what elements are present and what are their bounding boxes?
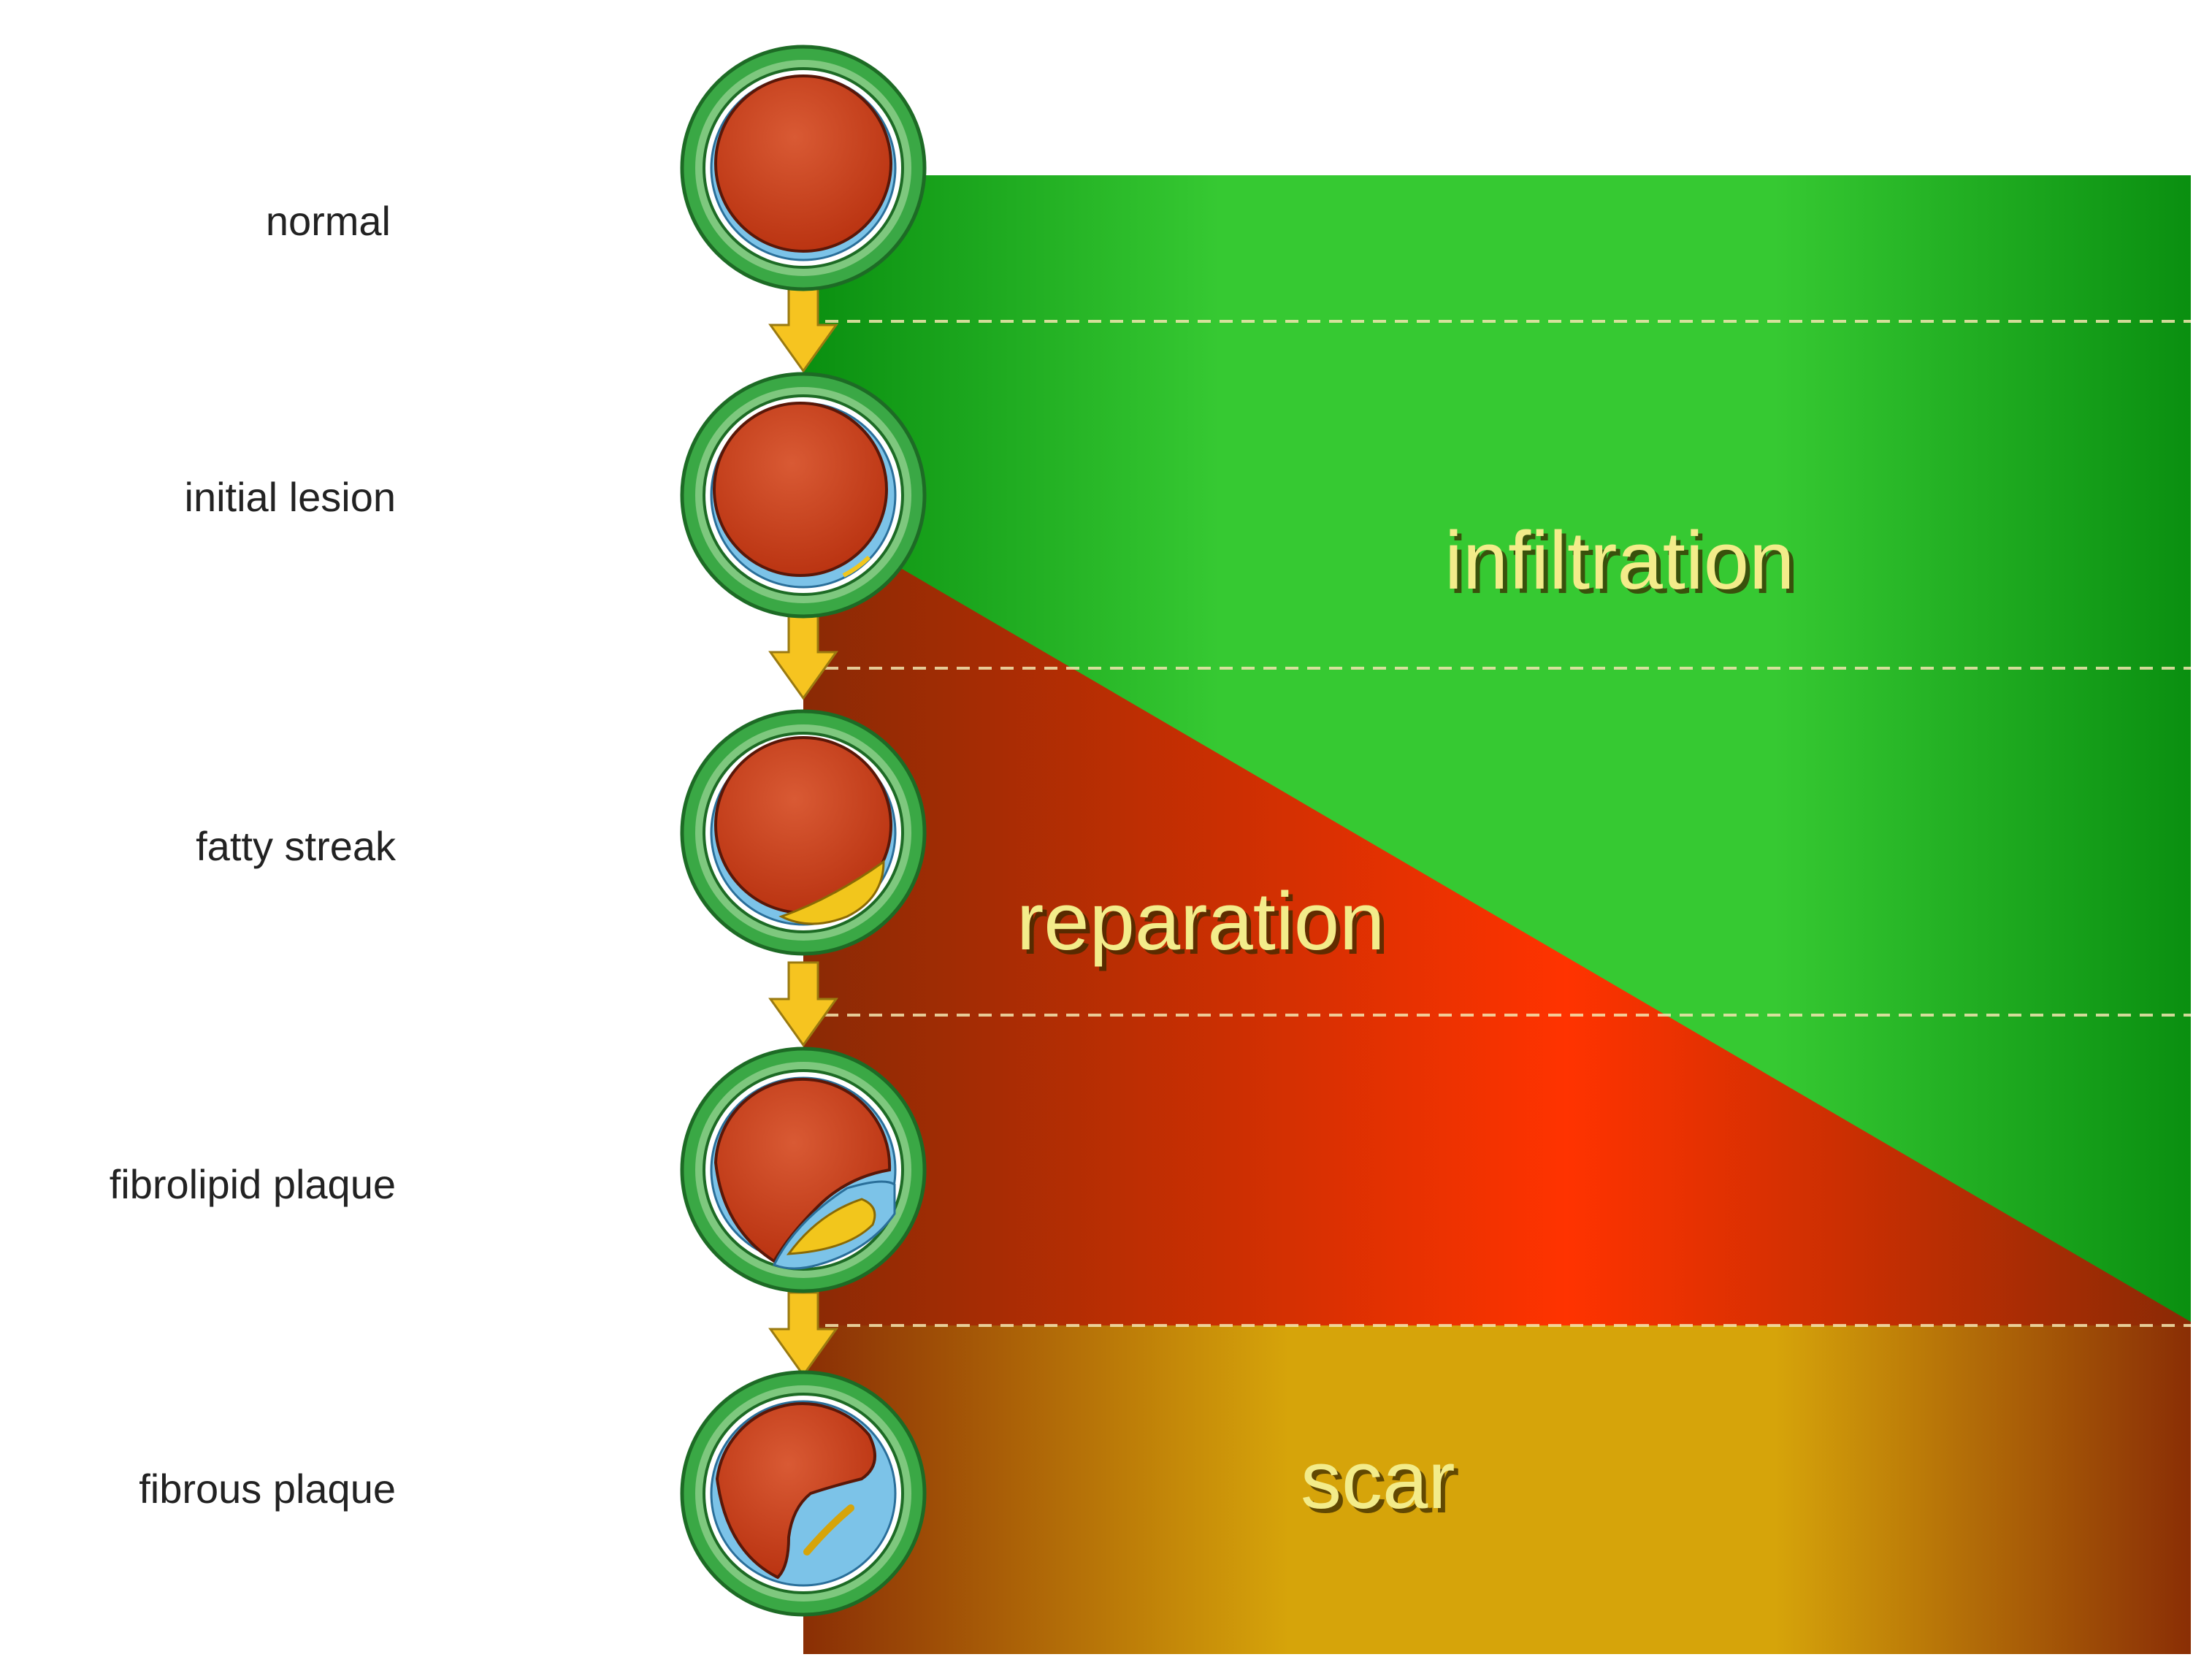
- stage-label-fibrolipid-plaque: fibrolipid plaque: [110, 1161, 396, 1207]
- down-arrow: [768, 1291, 838, 1377]
- down-arrow: [768, 287, 838, 373]
- vessel-fibrous-plaque: [680, 1370, 927, 1617]
- vessel-normal: [680, 45, 927, 291]
- reparation-band: [803, 511, 2191, 1325]
- scar-label: scar: [1301, 1434, 1455, 1526]
- scar-label-shadow: scar: [1305, 1439, 1460, 1530]
- reparation-label-shadow: reparation: [1021, 880, 1389, 971]
- zone-bands: [803, 175, 2191, 1654]
- stage-labels: normal initial lesion fatty streak fibro…: [110, 198, 397, 1512]
- stage-label-fibrous-plaque: fibrous plaque: [139, 1466, 396, 1512]
- progression-arrows: [768, 287, 838, 1377]
- stage-dividers: [825, 320, 2191, 1327]
- vessel-fibrolipid-plaque: [680, 1046, 927, 1293]
- infiltration-label-shadow: infiltration: [1449, 519, 1799, 611]
- zone-labels: infiltration infiltration reparation rep…: [1017, 515, 1799, 1530]
- stage-label-normal: normal: [266, 198, 391, 244]
- vessel-cross-sections: [680, 45, 927, 1617]
- vessel-initial-lesion: [680, 372, 927, 619]
- vessel-fatty-streak: [680, 709, 927, 956]
- down-arrow: [768, 614, 838, 700]
- stage-label-fatty-streak: fatty streak: [196, 823, 397, 869]
- scar-band: [803, 1325, 2191, 1654]
- down-arrow: [768, 961, 838, 1047]
- infiltration-label: infiltration: [1444, 515, 1794, 606]
- reparation-label: reparation: [1017, 876, 1385, 967]
- stage-label-initial-lesion: initial lesion: [185, 474, 397, 520]
